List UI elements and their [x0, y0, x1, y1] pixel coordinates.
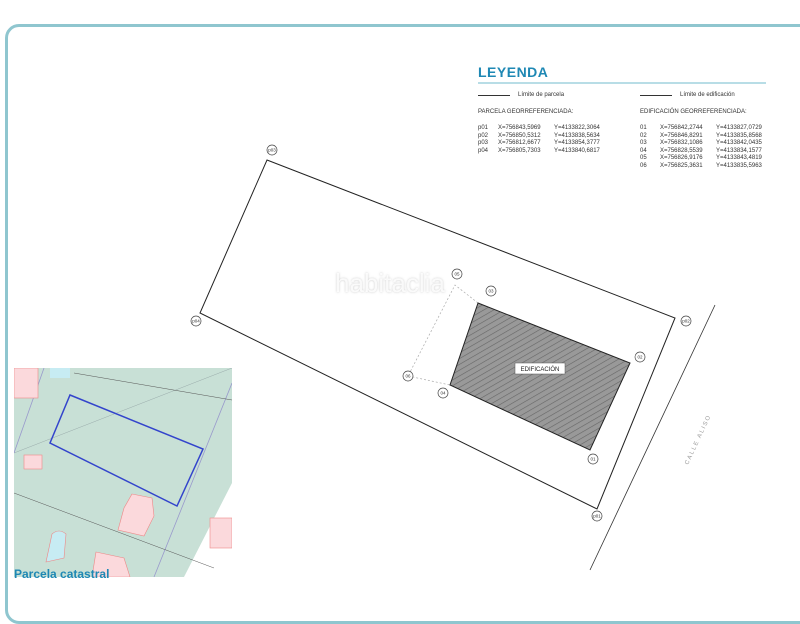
building-marker — [634, 351, 646, 363]
parcel-marker — [680, 315, 692, 327]
building-marker — [402, 370, 414, 382]
street-line — [589, 304, 716, 571]
building-marker-label: 05 — [454, 272, 460, 277]
point-x: X=756826,9176 — [660, 155, 703, 161]
point-y: Y=4133842,0435 — [716, 140, 762, 146]
point-x: X=756828,5539 — [660, 147, 703, 154]
selected-parcel-outline — [49, 394, 205, 508]
legend: LEYENDA Límite de parcela PARCELA GEORRE… — [478, 64, 768, 169]
point-y: Y=4133854,3777 — [554, 140, 600, 146]
point-y: Y=4133838,5634 — [554, 132, 600, 139]
point-x: X=756842,2744 — [660, 125, 703, 131]
point-y: Y=4133840,6817 — [554, 147, 600, 154]
parcel-marker-label: p01 — [593, 514, 601, 519]
point-y: Y=4133835,5963 — [716, 162, 762, 169]
street-label: CALLE ALISO — [684, 414, 712, 466]
parcel-marker — [591, 510, 603, 522]
point-x: X=756850,5312 — [498, 132, 541, 139]
building-footprint — [449, 302, 631, 451]
building-point-row: 05 X=756826,9176 Y=4133843,4819 — [640, 155, 762, 163]
building-marker-label: 01 — [590, 457, 596, 462]
parcel-marker — [190, 315, 202, 327]
building-point-row: 04 X=756828,5539 Y=4133834,1577 — [640, 148, 762, 156]
point-x: X=756846,8291 — [660, 132, 703, 139]
point-id: 05 — [640, 155, 647, 161]
building-point-row: 03 X=756832,1086 Y=4133842,0435 — [640, 140, 762, 148]
building-limit-label: Límite de edificación — [680, 92, 735, 98]
point-id: p02 — [478, 132, 489, 139]
point-id: 01 — [640, 125, 647, 131]
parcel-outline — [199, 159, 676, 510]
parcel-point-row: p01 X=756843,5969 Y=4133822,3064 — [478, 125, 600, 133]
parcel-point-row: p04 X=756805,7303 Y=4133840,6817 — [478, 148, 600, 156]
site-plan: p03 p04 p02 p01 05 03 02 01 04 06 EDIFICACIÓN CAL… — [190, 144, 716, 571]
building-marker-label: 06 — [405, 374, 411, 379]
point-id: 03 — [640, 140, 647, 146]
point-id: 06 — [640, 162, 647, 169]
parcel-marker — [266, 144, 278, 156]
building-legend: Límite de edificación EDIFICACIÓN GEORRE… — [640, 92, 762, 170]
point-id: 02 — [640, 132, 647, 139]
point-x: X=756843,5969 — [498, 125, 541, 131]
point-id: 04 — [640, 147, 647, 154]
building-marker — [485, 285, 497, 297]
point-y: Y=4133834,1577 — [716, 147, 762, 154]
building-marker-label: 04 — [440, 391, 446, 396]
point-y: Y=4133835,8568 — [716, 132, 762, 139]
building-heading: EDIFICACIÓN GEORREFERENCIADA: — [640, 108, 747, 115]
legend-title: LEYENDA — [478, 64, 766, 84]
parcel-limit-line — [478, 95, 510, 96]
building-marker — [451, 268, 463, 280]
parcel-limit-label: Límite de parcela — [518, 92, 565, 98]
point-x: X=756832,1086 — [660, 140, 703, 146]
parcel-point-row: p03 X=756812,6677 Y=4133854,3777 — [478, 140, 600, 148]
building-point-row: 06 X=756825,3631 Y=4133835,5963 — [640, 163, 762, 171]
parcel-point-row: p02 X=756850,5312 Y=4133838,5634 — [478, 133, 600, 141]
building-marker — [587, 453, 599, 465]
building-setback-dotted — [407, 284, 479, 386]
parcel-marker-label: p03 — [268, 148, 276, 153]
point-id: p04 — [478, 147, 489, 154]
building-point-row: 01 X=756842,2744 Y=4133827,0729 — [640, 125, 762, 133]
inset-title: Parcela catastral — [14, 567, 110, 581]
watermark: habitaclia — [335, 268, 445, 298]
point-id: p01 — [478, 125, 489, 131]
cadastral-inset-map — [14, 368, 232, 577]
parcel-marker-label: p02 — [682, 319, 690, 324]
point-x: X=756812,6677 — [498, 140, 541, 146]
parcel-legend: Límite de parcela PARCELA GEORREFERENCIA… — [478, 92, 600, 155]
building-marker — [437, 387, 449, 399]
point-x: X=756805,7303 — [498, 147, 541, 154]
building-label: EDIFICACIÓN — [521, 366, 560, 373]
point-id: p03 — [478, 140, 489, 146]
building-marker-label: 03 — [488, 289, 494, 294]
parcel-marker-label: p04 — [192, 319, 200, 324]
parcel-heading: PARCELA GEORREFERENCIADA: — [478, 108, 574, 115]
building-marker-label: 02 — [637, 355, 643, 360]
point-x: X=756825,3631 — [660, 162, 703, 169]
building-limit-line — [640, 95, 672, 96]
point-y: Y=4133827,0729 — [716, 125, 762, 131]
point-y: Y=4133843,4819 — [716, 155, 762, 161]
point-y: Y=4133822,3064 — [554, 125, 600, 131]
building-point-row: 02 X=756846,8291 Y=4133835,8568 — [640, 133, 762, 141]
